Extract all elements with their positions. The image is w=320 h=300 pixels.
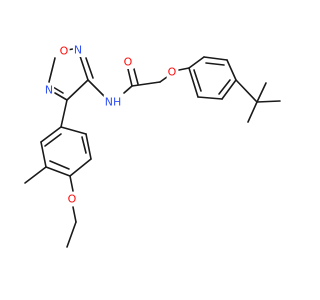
bond: [205, 62, 225, 66]
bond: [188, 67, 199, 98]
bond: [60, 126, 87, 135]
bond: [218, 79, 231, 95]
structure-svg: O N N NH O O O: [24, 43, 281, 248]
bond: [60, 99, 68, 128]
atom-oxygen-ethoxy: O: [68, 193, 77, 206]
bond: [247, 101, 258, 123]
atom-label-background: [66, 192, 78, 206]
bond-layer: [24, 48, 281, 248]
bond: [188, 56, 205, 69]
bond: [178, 67, 190, 71]
bond: [131, 81, 161, 87]
atom-oxygen-furazan: O: [60, 45, 69, 58]
bond: [45, 166, 71, 177]
atom-label-background: [43, 83, 55, 97]
bond: [256, 82, 267, 103]
bond: [203, 56, 228, 61]
bond: [123, 85, 133, 94]
bond: [54, 92, 68, 101]
molecule-diagram: O N N NH O O O: [24, 43, 281, 248]
atom-oxygen-carbonyl: O: [124, 56, 133, 69]
bond: [127, 68, 133, 87]
atom-label-background: [166, 65, 178, 79]
bond: [24, 166, 47, 184]
bond: [87, 79, 105, 97]
bond: [52, 86, 64, 94]
bond: [221, 79, 237, 100]
bond: [235, 79, 258, 103]
bond: [66, 79, 89, 101]
bond: [69, 158, 92, 177]
bond: [256, 100, 281, 103]
bond: [40, 126, 62, 143]
bond: [85, 57, 94, 79]
atom-label-background: [122, 55, 134, 69]
bond: [193, 69, 202, 92]
bond: [44, 133, 62, 147]
bond: [159, 76, 168, 83]
bond: [40, 141, 47, 168]
atom-label-background: [58, 44, 70, 58]
bond: [72, 206, 77, 223]
atom-nitrogen-furazan-left: N: [45, 84, 53, 97]
bond: [49, 160, 70, 170]
atom-label-layer: O N N NH O O O: [43, 43, 178, 206]
bond: [79, 55, 89, 81]
atom-label-background: [72, 43, 84, 57]
bond: [48, 57, 56, 83]
bond: [133, 68, 139, 85]
bond: [81, 136, 87, 154]
bond: [69, 175, 74, 192]
bond: [85, 133, 92, 160]
bond: [66, 221, 77, 248]
atom-nitrogen-amide: NH: [105, 96, 122, 109]
bond: [197, 96, 223, 100]
atom-nitrogen-furazan-top: N: [74, 44, 82, 57]
atom-label-background: [103, 95, 123, 109]
atom-oxygen-phenoxy: O: [168, 66, 177, 79]
bond: [226, 59, 237, 81]
